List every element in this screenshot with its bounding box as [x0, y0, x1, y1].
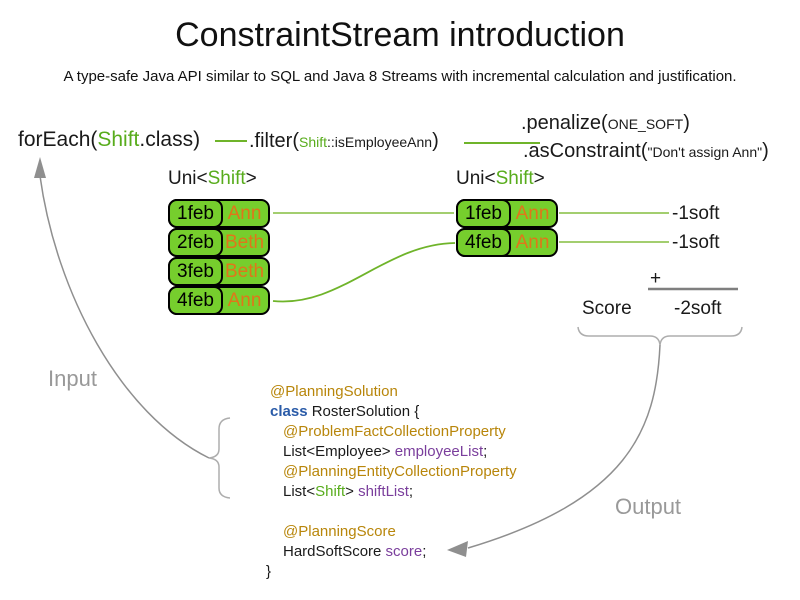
annotation-token: @PlanningSolution: [270, 383, 398, 400]
code-line-blank: [266, 502, 517, 522]
type-token: Shift: [315, 483, 346, 500]
code-token: HardSoftScore: [283, 543, 386, 560]
table-row: 1feb Ann: [456, 199, 558, 228]
input-arrowhead-icon: [34, 157, 46, 178]
shift-date: 2feb: [168, 228, 223, 257]
shift-employee: Ann: [515, 203, 550, 224]
right-stream-table: 1feb Ann 4feb Ann: [456, 199, 558, 257]
code-token: List<: [283, 483, 316, 500]
shift-date: 1feb: [168, 199, 223, 228]
code-brace: [208, 417, 231, 499]
page-subtitle: A type-safe Java API similar to SQL and …: [63, 68, 737, 85]
code-line: @PlanningSolution: [266, 382, 517, 402]
filter-pre: .filter(: [249, 130, 299, 152]
input-label: Input: [48, 366, 97, 391]
foreach-type: Shift: [97, 128, 140, 151]
table-row: 3feb Beth: [168, 257, 270, 286]
asconstraint-expression: .asConstraint("Don't assign Ann"): [523, 141, 769, 161]
table-row: 4feb Ann: [168, 286, 270, 315]
left-stream-header: Uni<Shift>: [168, 169, 257, 188]
shift-employee: Ann: [227, 203, 262, 224]
row-score: -1soft: [672, 203, 720, 224]
code-token: RosterSolution {: [307, 403, 420, 420]
right-header-pre: Uni<: [456, 168, 496, 189]
foreach-post: .class): [139, 128, 201, 151]
table-row: 1feb Ann: [168, 199, 270, 228]
shift-employee: Beth: [224, 232, 265, 253]
field-token: shiftList: [358, 483, 409, 500]
penalize-arg: ONE_SOFT: [607, 116, 684, 132]
annotation-token: @ProblemFactCollectionProperty: [283, 423, 506, 440]
foreach-pre: forEach(: [18, 128, 98, 151]
code-line: }: [266, 562, 517, 582]
penalize-pre: .penalize(: [521, 112, 608, 134]
foreach-expression: forEach(Shift.class): [18, 129, 200, 150]
filter-arg: ::isEmployeeAnn: [327, 134, 433, 150]
output-label: Output: [615, 494, 682, 519]
code-token: ;: [408, 483, 414, 500]
penalize-expression: .penalize(ONE_SOFT): [521, 113, 690, 133]
shift-employee: Ann: [227, 290, 262, 311]
shift-date: 4feb: [456, 228, 511, 257]
page-title: ConstraintStream introduction: [175, 16, 625, 54]
code-line: List<Employee> employeeList;: [266, 442, 517, 462]
field-token: employeeList: [394, 443, 484, 460]
code-line: @ProblemFactCollectionProperty: [266, 422, 517, 442]
penalize-close: ): [683, 112, 690, 134]
sum-operator: +: [650, 268, 662, 289]
left-header-pre: Uni<: [168, 168, 208, 189]
asconstraint-close: ): [762, 140, 769, 162]
code-line: HardSoftScore score;: [266, 542, 517, 562]
code-block: @PlanningSolution class RosterSolution {…: [266, 382, 517, 582]
code-line: @PlanningEntityCollectionProperty: [266, 462, 517, 482]
right-header-type: Shift: [495, 168, 534, 189]
code-token: }: [266, 563, 272, 580]
annotation-token: @PlanningScore: [283, 523, 396, 540]
left-header-type: Shift: [207, 168, 246, 189]
code-token: ;: [422, 543, 427, 560]
shift-date: 4feb: [168, 286, 223, 315]
asconstraint-arg: "Don't assign Ann": [647, 144, 763, 160]
field-token: score: [385, 543, 423, 560]
left-header-post: >: [245, 168, 257, 189]
shift-employee: Beth: [224, 261, 265, 282]
code-token: List<Employee>: [283, 443, 395, 460]
table-row: 4feb Ann: [456, 228, 558, 257]
left-stream-table: 1feb Ann 2feb Beth 3feb Beth 4feb Ann: [168, 199, 270, 315]
filter-close: ): [432, 130, 439, 152]
code-line: class RosterSolution {: [266, 402, 517, 422]
match-line-4feb: [272, 242, 456, 303]
table-row: 2feb Beth: [168, 228, 270, 257]
input-arrow-curve: [39, 175, 210, 459]
shift-date: 3feb: [168, 257, 223, 286]
annotation-token: @PlanningEntityCollectionProperty: [283, 463, 517, 480]
row-score: -1soft: [672, 232, 720, 253]
filter-expression: .filter(Shift::isEmployeeAnn): [249, 131, 439, 151]
output-arrow-curve: [467, 344, 661, 549]
code-token: ;: [483, 443, 488, 460]
keyword-token: class: [270, 403, 308, 420]
shift-date: 1feb: [456, 199, 511, 228]
output-arrowhead-icon: [447, 541, 468, 557]
right-stream-header: Uni<Shift>: [456, 169, 545, 188]
code-token: >: [345, 483, 359, 500]
code-line: @PlanningScore: [266, 522, 517, 542]
score-total: -2soft: [674, 298, 722, 319]
code-line: List<Shift> shiftList;: [266, 482, 517, 502]
score-label: Score: [582, 298, 632, 319]
asconstraint-pre: .asConstraint(: [523, 140, 648, 162]
sum-brace: [577, 326, 743, 346]
shift-employee: Ann: [515, 232, 550, 253]
right-header-post: >: [533, 168, 545, 189]
filter-type: Shift: [299, 134, 328, 150]
